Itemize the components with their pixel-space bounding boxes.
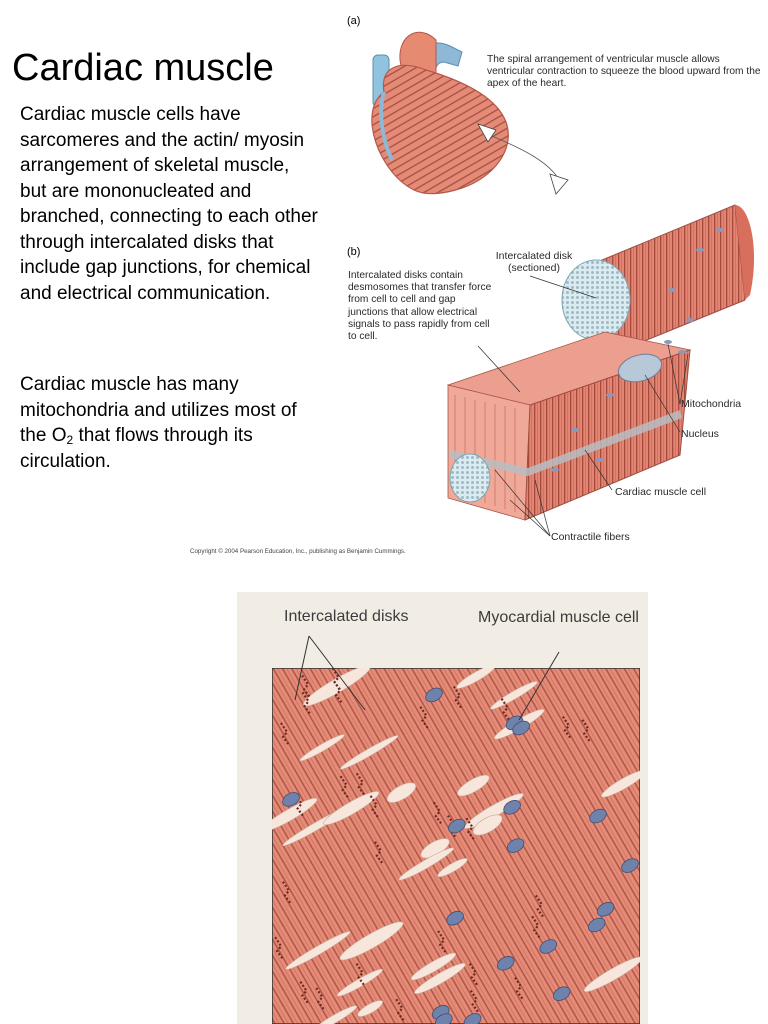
cell-nucleus <box>496 956 515 971</box>
intercalated-disk-mark <box>301 691 312 715</box>
interstitial-gap <box>410 952 457 981</box>
interstitial-gap <box>312 1005 358 1024</box>
interstitial-gap <box>357 1000 383 1017</box>
intercalated-disk-mark <box>561 715 572 740</box>
panel-b-label: (b) <box>347 246 361 258</box>
intercalated-disk-mark <box>299 981 310 1005</box>
intercalated-disk-mark <box>315 987 326 1011</box>
intercalated-disk-mark <box>446 814 457 839</box>
interstitial-gap <box>457 774 490 797</box>
copyright-notice: Copyright © 2004 Pearson Education, Inc.… <box>190 548 406 555</box>
interstitial-gap <box>398 847 454 881</box>
interstitial-gap <box>336 968 383 997</box>
intercalated-disk-mark <box>419 706 430 730</box>
paragraph-intro: Cardiac muscle cells have sarcomeres and… <box>20 104 318 304</box>
intercalated-disk-mark <box>355 963 366 987</box>
cell-nucleus <box>596 902 615 917</box>
intercalated-disk-mark <box>581 719 592 743</box>
interstitial-gap <box>456 668 496 689</box>
interstitial-gap <box>272 797 318 832</box>
intercalated-disk-mark <box>373 841 384 865</box>
label-cardiac-muscle-cell: Cardiac muscle cell <box>615 486 707 498</box>
interstitial-gap <box>472 814 503 836</box>
oxygen-subscript: 2 <box>66 433 74 447</box>
interstitial-gap <box>285 931 351 970</box>
intercalated-disk-mark <box>339 775 350 799</box>
panel-b-caption: Intercalated disks contain desmosomes th… <box>348 270 492 343</box>
cell-nucleus <box>435 1013 453 1024</box>
label-contractile-fibers: Contractile fibers <box>551 531 630 543</box>
interstitial-gap <box>386 782 417 803</box>
cell-nucleus <box>506 838 525 853</box>
label-mitochondria: Mitochondria <box>681 398 742 410</box>
intercalated-disk-mark <box>274 936 284 960</box>
cell-nucleus <box>503 800 521 815</box>
cardiac-muscle-illustration <box>371 31 755 537</box>
interstitial-gap <box>437 858 468 878</box>
cell-nucleus <box>448 818 466 834</box>
intercalated-disk-mark <box>469 989 480 1014</box>
intercalated-disk-mark <box>369 795 380 819</box>
intercalated-disk-mark <box>465 817 476 841</box>
interstitial-gap <box>323 791 380 826</box>
intercalated-disk-mark <box>468 963 479 987</box>
cell-nucleus <box>425 687 443 703</box>
intercalated-disk-mark <box>534 894 545 919</box>
intercalated-disk-mark <box>395 998 406 1022</box>
intercalated-disk-mark <box>452 685 463 710</box>
cell-nucleus <box>587 917 606 933</box>
paragraph-mitochondria-text-1: Cardiac muscle has many mitochondria and… <box>20 374 297 446</box>
cell-nucleus <box>282 792 300 807</box>
interstitial-gap <box>299 734 345 762</box>
intercalated-disk-mark <box>500 698 511 722</box>
interstitial-gap <box>601 769 640 798</box>
interstitial-gap <box>414 962 466 995</box>
intercalated-disk-mark <box>331 668 342 691</box>
interstitial-gap <box>339 921 404 961</box>
paragraph-mitochondria-text-2: that flows through its circulation. <box>20 425 253 472</box>
myocardium-tissue-drawing <box>272 668 640 1024</box>
intercalated-disk-mark <box>281 881 292 905</box>
slide-title: Cardiac muscle <box>12 47 274 89</box>
intercalated-disk-mark <box>531 915 542 940</box>
cell-nucleus <box>552 986 571 1001</box>
interstitial-gap <box>490 681 538 710</box>
label-nucleus: Nucleus <box>681 428 719 440</box>
label-intercalated-disk: Intercalated disk (sectioned) <box>495 250 573 274</box>
heart-drawing <box>371 31 569 195</box>
label-myocardial-muscle-cell: Myocardial muscle cell <box>478 609 639 626</box>
intercalated-disk-mark <box>514 976 524 1001</box>
cell-nucleus <box>446 910 464 926</box>
cell-nucleus <box>539 939 557 954</box>
panel-a-caption: The spiral arrangement of ventricular mu… <box>487 54 761 90</box>
intercalated-disk-mark <box>432 801 443 825</box>
intercalated-disk-mark <box>437 930 447 954</box>
cell-nucleus <box>621 858 639 873</box>
cell-nucleus <box>512 720 530 736</box>
panel-a-label: (a) <box>347 15 361 27</box>
label-intercalated-disks: Intercalated disks <box>284 608 409 625</box>
micrograph-leader-lines <box>294 635 560 721</box>
interstitial-gap <box>340 735 399 770</box>
muscle-block-drawing <box>446 204 755 537</box>
intercalated-disk-mark <box>280 722 290 746</box>
intercalated-disk-mark <box>355 772 366 797</box>
interstitial-gap <box>583 956 640 992</box>
intercalated-disk-mark <box>301 674 311 699</box>
paragraph-mitochondria: Cardiac muscle has many mitochondria and… <box>20 372 320 474</box>
cell-nucleus <box>589 808 607 824</box>
